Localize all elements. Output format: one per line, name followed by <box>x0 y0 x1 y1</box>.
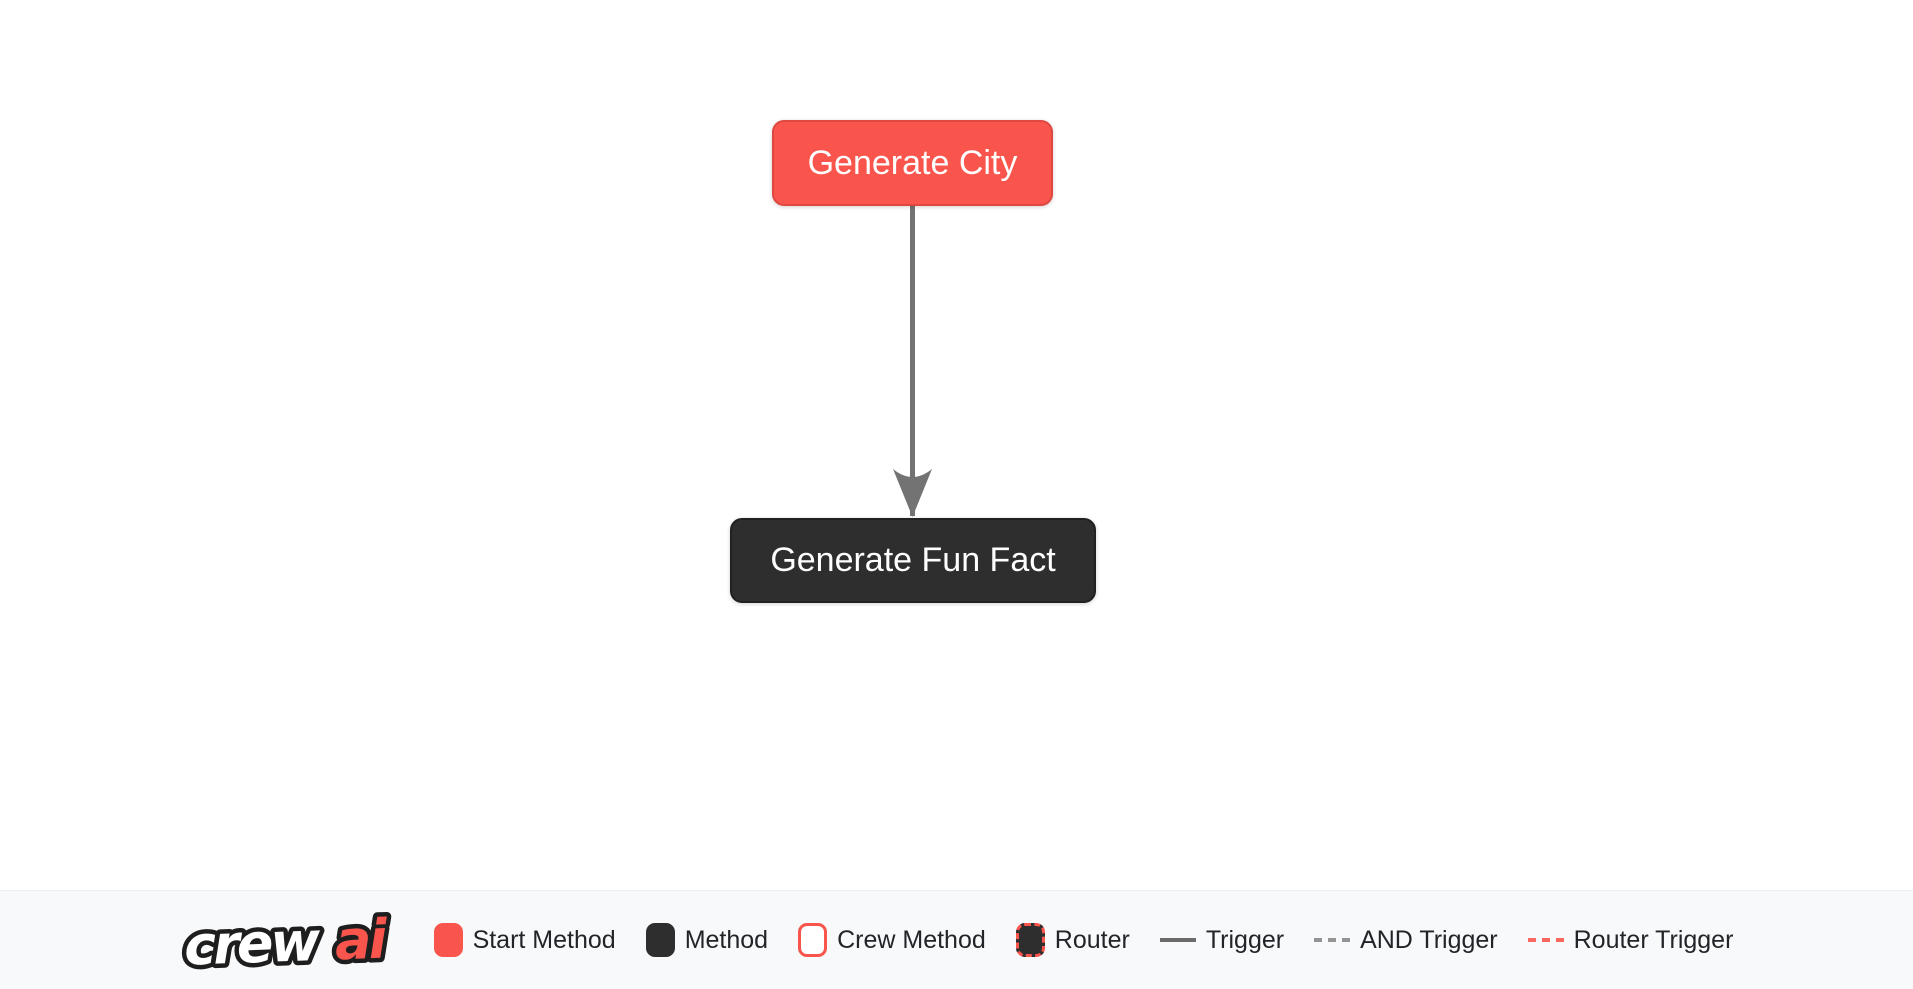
legend-item-router-trigger: Router Trigger <box>1527 925 1734 955</box>
start-method-swatch-icon <box>433 923 463 957</box>
flow-canvas[interactable]: Generate City Generate Fun Fact <box>0 0 1913 890</box>
node-label: Generate City <box>807 143 1018 182</box>
edge-layer <box>893 206 932 517</box>
legend-label: Method <box>684 925 769 954</box>
crew-method-swatch-icon <box>798 923 828 957</box>
legend-label: Start Method <box>472 925 616 954</box>
legend-label: AND Trigger <box>1360 925 1498 954</box>
legend-label: Router Trigger <box>1573 925 1734 954</box>
legend-item-crew-method: Crew Method <box>798 923 986 957</box>
logo-crew-text: crew <box>183 910 322 978</box>
and-trigger-line-icon <box>1314 938 1351 942</box>
legend-label: Crew Method <box>837 925 986 954</box>
legend-item-start-method: Start Method <box>433 923 616 957</box>
trigger-edge <box>893 206 932 517</box>
crewai-logo: crew ai <box>180 903 394 982</box>
trigger-line-icon <box>1159 938 1196 942</box>
method-swatch-icon <box>645 923 675 957</box>
router-swatch-icon <box>1015 923 1045 957</box>
arrowhead-icon <box>893 469 932 517</box>
legend-label: Router <box>1054 925 1130 954</box>
legend-label: Trigger <box>1205 925 1285 954</box>
logo-ai-text: ai <box>333 908 389 973</box>
node-label: Generate Fun Fact <box>770 541 1056 579</box>
legend-item-and-trigger: AND Trigger <box>1314 926 1498 955</box>
legend-item-method: Method <box>645 923 769 957</box>
router-trigger-line-icon <box>1527 938 1564 942</box>
legend-item-router: Router <box>1015 923 1130 957</box>
node-generate-fun-fact[interactable]: Generate Fun Fact <box>730 518 1096 603</box>
legend-bar: crew ai Start Method Method Crew Method … <box>0 890 1913 989</box>
node-generate-city[interactable]: Generate City <box>772 120 1053 206</box>
svg-text:crew ai: crew ai <box>183 908 389 978</box>
legend-item-trigger: Trigger <box>1159 925 1285 955</box>
